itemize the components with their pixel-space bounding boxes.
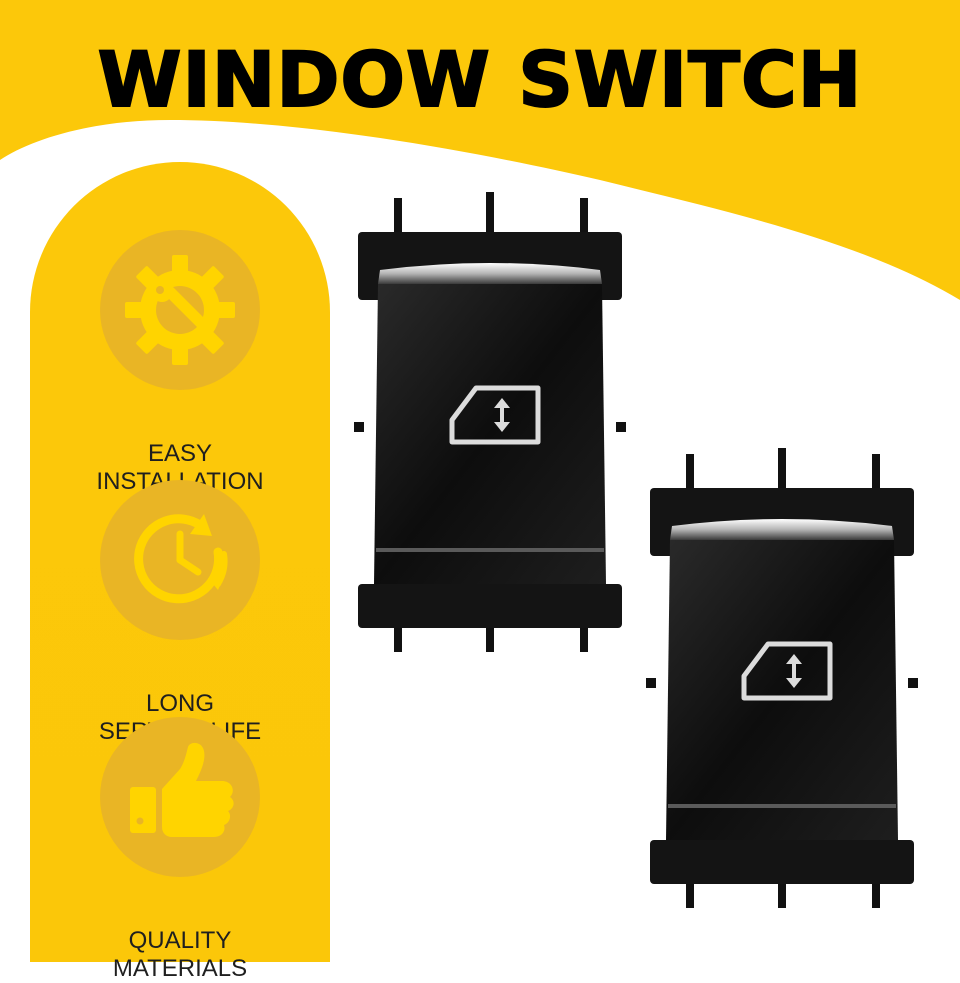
window-switch-product	[646, 448, 918, 908]
page-title: WINDOW SWITCH	[97, 35, 863, 124]
feature-easy-installation: EASY INSTALLATION	[30, 230, 330, 496]
feature-long-service-life: LONG SERVICE LIFE	[30, 480, 330, 746]
background-wave	[0, 0, 960, 300]
car-window-up-down-icon	[741, 641, 833, 701]
feature-label-line2: MATERIALS	[112, 955, 248, 982]
features-panel: EASY INSTALLATION LONG SERVICE LIFE	[30, 162, 330, 982]
clock-refresh-icon	[134, 514, 228, 604]
feature-label-line1: LONG	[145, 690, 214, 717]
thumbs-up-icon	[130, 742, 234, 837]
feature-icon-circle	[100, 480, 260, 640]
gear-wrench-icon	[125, 255, 235, 365]
car-window-up-down-icon	[449, 385, 541, 445]
window-switch-product	[354, 192, 626, 652]
feature-icon-circle	[100, 230, 260, 390]
feature-label: QUALITY MATERIALS	[30, 927, 330, 983]
feature-label-line1: QUALITY	[128, 927, 232, 954]
feature-icon-circle	[100, 717, 260, 877]
feature-label-line1: EASY	[147, 440, 213, 467]
feature-quality-materials: QUALITY MATERIALS	[30, 717, 330, 983]
